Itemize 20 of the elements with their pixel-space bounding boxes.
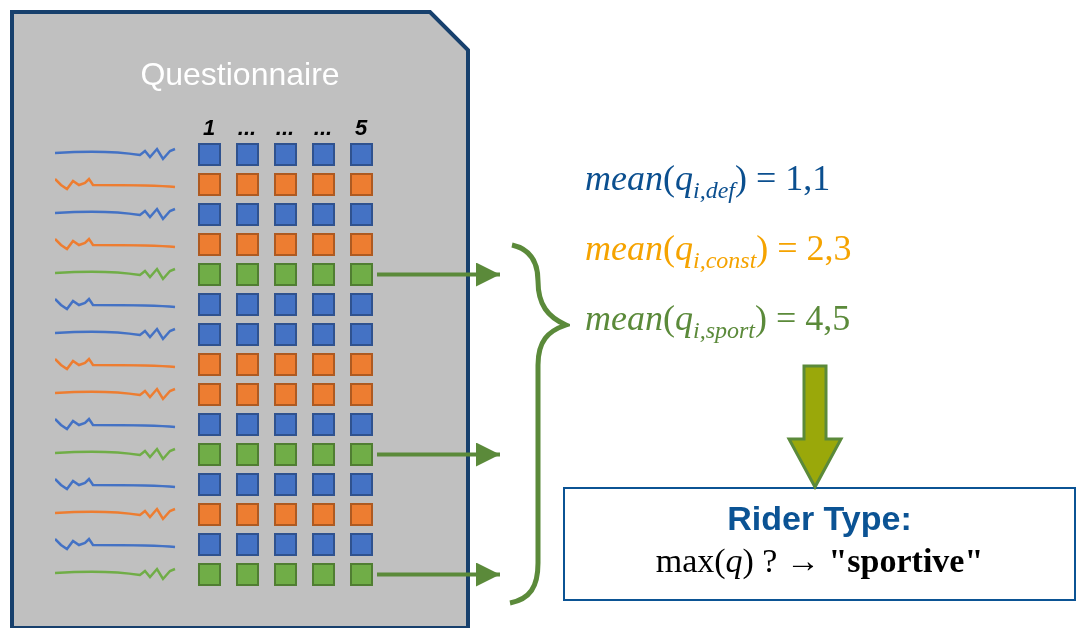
card-title: Questionnaire (139, 56, 341, 93)
answer-row (198, 443, 373, 466)
result-heading: Rider Type: (726, 499, 913, 538)
questionnaire-card (10, 10, 470, 628)
formula: mean(q$_{i,def}$) = 1,1 (585, 157, 831, 205)
block-arrow (786, 364, 844, 491)
column-label: 1 (201, 115, 217, 141)
arrow (377, 562, 500, 587)
answer-row (198, 563, 373, 586)
column-label: 5 (353, 115, 369, 141)
column-label: ... (236, 115, 258, 141)
result-formula: max(q) ? → "sportive" (654, 542, 985, 580)
column-label: ... (312, 115, 334, 141)
arrow (377, 442, 500, 467)
result-box (563, 487, 1076, 601)
answer-row (198, 263, 373, 286)
formula: mean(q$_{i,const}$) = 2,3 (585, 227, 852, 275)
arrow (377, 262, 500, 287)
column-label: ... (274, 115, 296, 141)
formula: mean(q$_{i,sport}$) = 4,5 (585, 297, 851, 345)
